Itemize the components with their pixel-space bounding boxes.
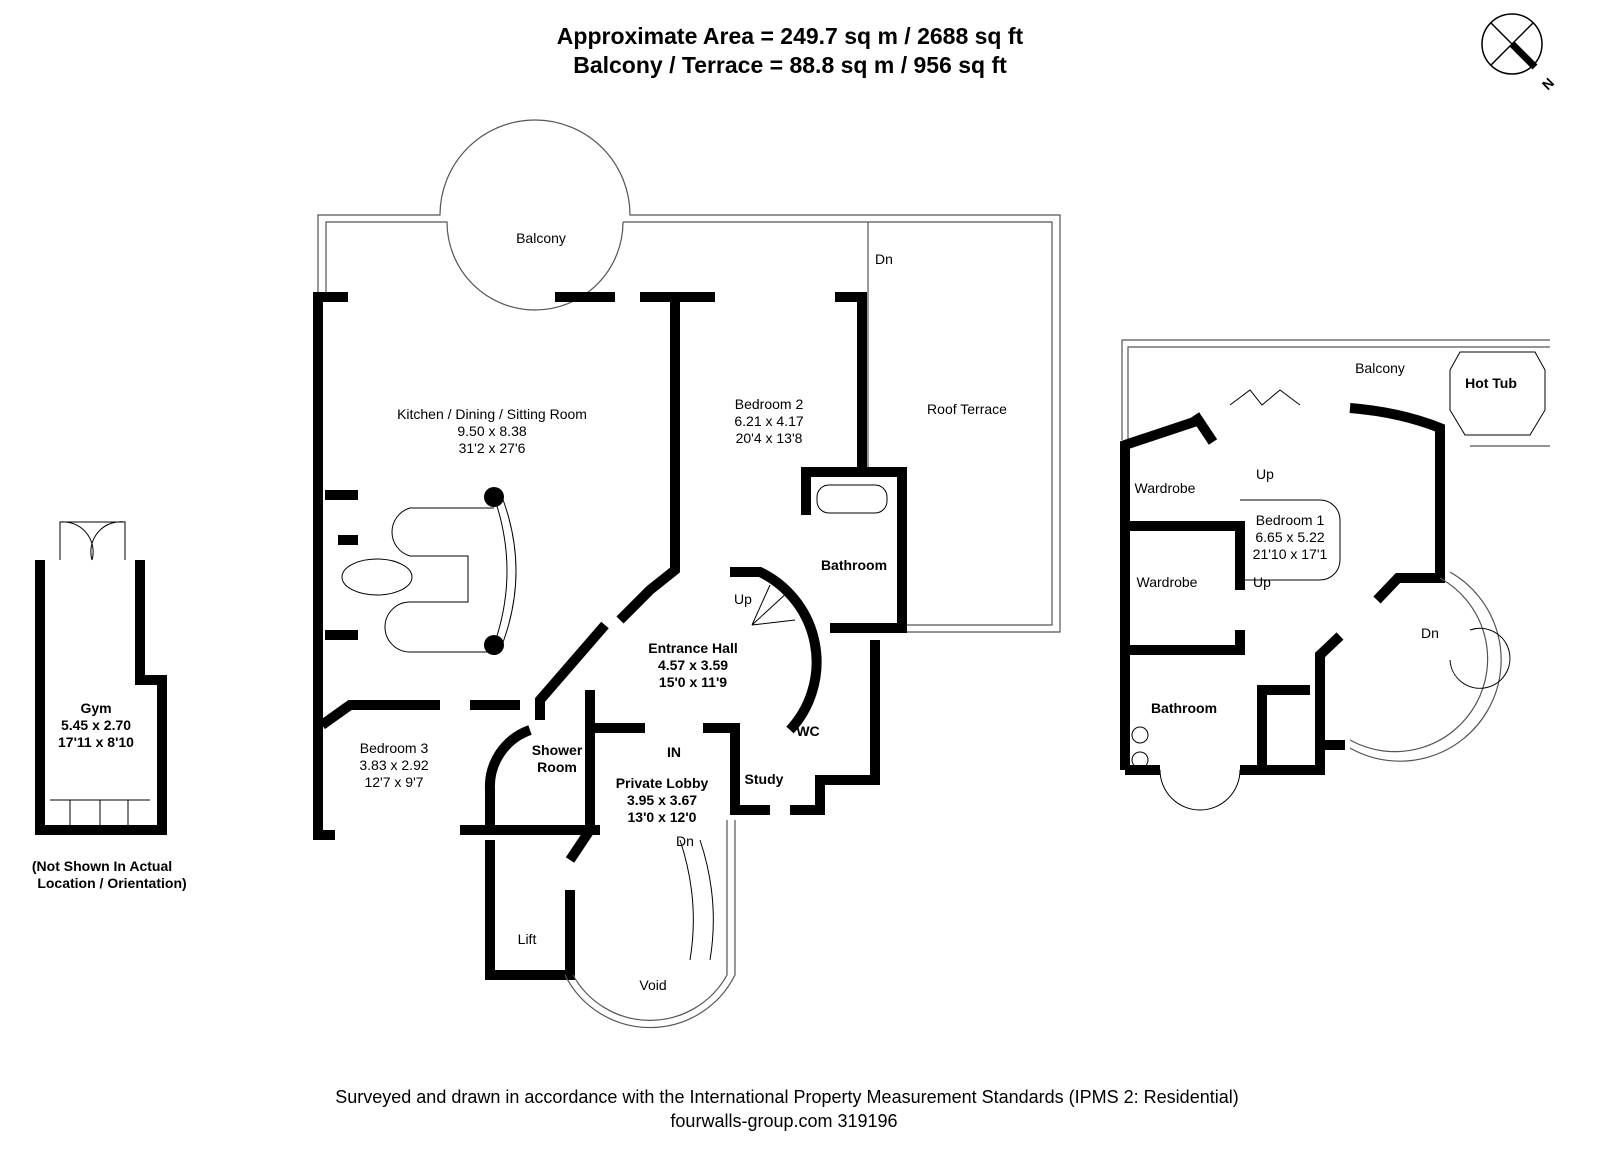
svg-text:17'11 x 8'10: 17'11 x 8'10 [58,734,134,750]
bathroom-label: Bathroom [821,557,887,573]
svg-text:20'4 x 13'8: 20'4 x 13'8 [736,430,803,446]
roof-terrace-label: Roof Terrace [927,401,1007,417]
gym-note: (Not Shown In Actual Location / Orientat… [32,858,187,891]
svg-text:9.50 x 8.38: 9.50 x 8.38 [457,423,526,439]
standards-footer: Surveyed and drawn in accordance with th… [335,1087,1238,1107]
bedroom3-room-label: Bedroom 3 3.83 x 2.92 12'7 x 9'7 [359,740,428,790]
bedroom1-room-label: Bedroom 1 6.65 x 5.22 21'10 x 17'1 [1253,512,1328,562]
dn-lobby-label: Dn [676,833,694,849]
lift-label: Lift [518,931,537,947]
balcony-label: Balcony [516,230,566,246]
gym-plan [35,521,167,835]
svg-text:4.57 x 3.59: 4.57 x 3.59 [658,657,728,673]
north-arrow-icon: N [1481,13,1557,93]
svg-text:Gym: Gym [80,700,111,716]
svg-text:Bedroom 2: Bedroom 2 [735,396,804,412]
svg-text:31'2 x 27'6: 31'2 x 27'6 [459,440,526,456]
upper-floor-plan [1120,339,1550,811]
gym-room-label: Gym 5.45 x 2.70 17'11 x 8'10 [58,700,134,750]
upper-bathroom-label: Bathroom [1151,700,1217,716]
svg-text:3.83 x 2.92: 3.83 x 2.92 [359,757,428,773]
entrance-hall-label: Entrance Hall 4.57 x 3.59 15'0 x 11'9 [648,640,737,690]
reference-footer: fourwalls-group.com 319196 [670,1111,897,1131]
hot-tub-label: Hot Tub [1465,375,1517,391]
wardrobe-label-1: Wardrobe [1135,480,1196,496]
up-label-2: Up [1253,574,1271,590]
svg-text:5.45 x 2.70: 5.45 x 2.70 [61,717,131,733]
svg-text:N: N [1539,74,1557,92]
svg-text:(Not Shown In Actual: (Not Shown In Actual [32,858,172,874]
upper-balcony-label: Balcony [1355,360,1405,376]
svg-text:6.65 x 5.22: 6.65 x 5.22 [1255,529,1324,545]
svg-text:Entrance Hall: Entrance Hall [648,640,737,656]
svg-text:3.95 x 3.67: 3.95 x 3.67 [627,792,697,808]
up-label-1: Up [1256,466,1274,482]
study-label: Study [745,771,784,787]
bedroom2-room-label: Bedroom 2 6.21 x 4.17 20'4 x 13'8 [734,396,803,446]
kitchen-room-label: Kitchen / Dining / Sitting Room 9.50 x 8… [397,406,587,456]
svg-text:12'7 x 9'7: 12'7 x 9'7 [364,774,423,790]
svg-text:13'0 x 12'0: 13'0 x 12'0 [628,809,697,825]
void-label: Void [639,977,666,993]
in-label: IN [667,744,681,760]
svg-text:6.21 x 4.17: 6.21 x 4.17 [734,413,803,429]
svg-text:Shower: Shower [532,742,583,758]
svg-text:Location / Orientation): Location / Orientation) [37,875,186,891]
svg-text:Kitchen / Dining / Sitting Roo: Kitchen / Dining / Sitting Room [397,406,587,422]
wardrobe-label-2: Wardrobe [1137,574,1198,590]
area-title: Approximate Area = 249.7 sq m / 2688 sq … [557,23,1024,49]
svg-text:Bedroom 3: Bedroom 3 [360,740,429,756]
svg-text:15'0 x 11'9: 15'0 x 11'9 [659,674,727,690]
shower-room-label: Shower Room [532,742,583,775]
svg-text:21'10 x 17'1: 21'10 x 17'1 [1253,546,1328,562]
up-label: Up [734,591,752,607]
private-lobby-label: Private Lobby 3.95 x 3.67 13'0 x 12'0 [616,775,709,825]
wc-label: WC [796,723,819,739]
svg-text:Room: Room [537,759,577,775]
svg-text:Private Lobby: Private Lobby [616,775,709,791]
balcony-terrace-title: Balcony / Terrace = 88.8 sq m / 956 sq f… [573,52,1007,78]
dn-upper-label: Dn [1421,625,1439,641]
dn-label: Dn [875,251,893,267]
svg-text:Bedroom 1: Bedroom 1 [1256,512,1325,528]
main-floor-plan [313,119,1061,1029]
